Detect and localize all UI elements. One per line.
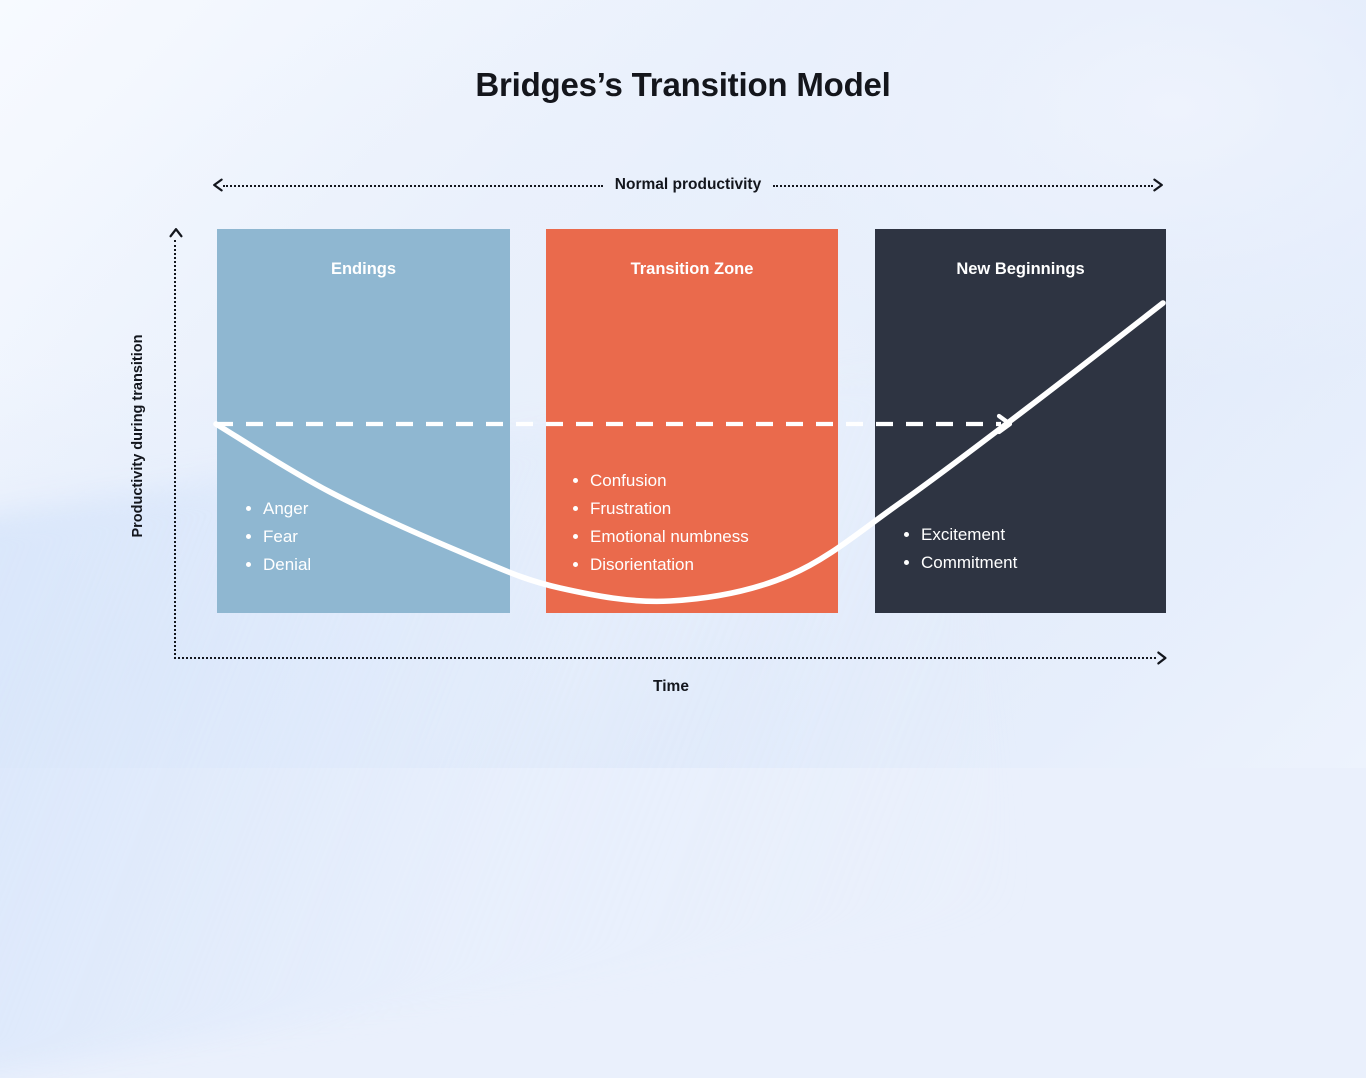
normal-productivity-line-right <box>773 178 1153 192</box>
bullet-icon <box>904 532 909 537</box>
arrow-right-icon <box>1153 177 1164 193</box>
list-item: Disorientation <box>568 551 749 579</box>
y-axis-line <box>174 240 177 659</box>
list-item: Anger <box>241 495 311 523</box>
list-item-label: Frustration <box>590 499 672 518</box>
list-item-label: Disorientation <box>590 555 694 574</box>
phase-panel-new-beginnings[interactable]: New Beginnings Excitement Commitment <box>875 229 1166 613</box>
bullet-icon <box>573 478 578 483</box>
phase-panel-endings[interactable]: Endings Anger Fear Denial <box>217 229 510 613</box>
phase-list-new-beginnings: Excitement Commitment <box>899 521 1017 577</box>
list-item: Denial <box>241 551 311 579</box>
list-item: Fear <box>241 523 311 551</box>
normal-productivity-label: Normal productivity <box>614 176 762 194</box>
y-axis <box>168 227 184 659</box>
list-item-label: Commitment <box>921 553 1018 572</box>
list-item: Confusion <box>568 467 749 495</box>
x-axis <box>174 650 1168 666</box>
phase-list-endings: Anger Fear Denial <box>241 495 311 579</box>
list-item: Emotional numbness <box>568 523 749 551</box>
list-item-label: Fear <box>263 527 298 546</box>
normal-productivity-line-left <box>223 178 603 192</box>
bullet-icon <box>246 562 251 567</box>
phase-title-transition-zone: Transition Zone <box>630 260 754 278</box>
arrow-left-icon <box>212 177 223 193</box>
x-axis-arrow-icon <box>1157 651 1167 665</box>
diagram-canvas: Bridges’s Transition Model Normal produc… <box>130 66 1168 695</box>
normal-productivity-band: Normal productivity <box>212 171 1164 199</box>
list-item-label: Anger <box>263 499 309 518</box>
bullet-icon <box>573 506 578 511</box>
phase-title-endings: Endings <box>330 260 397 278</box>
phase-panel-transition-zone[interactable]: Transition Zone Confusion Frustration Em… <box>546 229 838 613</box>
phase-title-new-beginnings: New Beginnings <box>956 260 1085 278</box>
bullet-icon <box>246 506 251 511</box>
list-item-label: Excitement <box>921 525 1006 544</box>
page-title: Bridges’s Transition Model <box>475 66 891 103</box>
phase-list-transition-zone: Confusion Frustration Emotional numbness… <box>568 467 749 579</box>
list-item-label: Emotional numbness <box>590 527 749 546</box>
bullet-icon <box>904 560 909 565</box>
bullet-icon <box>573 562 578 567</box>
list-item-label: Denial <box>263 555 312 574</box>
list-item: Commitment <box>899 549 1017 577</box>
list-item: Frustration <box>568 495 749 523</box>
x-axis-line <box>174 656 1156 659</box>
bullet-icon <box>573 534 578 539</box>
list-item: Excitement <box>899 521 1017 549</box>
y-axis-arrow-icon <box>169 228 183 238</box>
x-axis-label: Time <box>653 678 689 695</box>
bullet-icon <box>246 534 251 539</box>
list-item-label: Confusion <box>590 471 667 490</box>
y-axis-label: Productivity during transition <box>130 334 146 538</box>
